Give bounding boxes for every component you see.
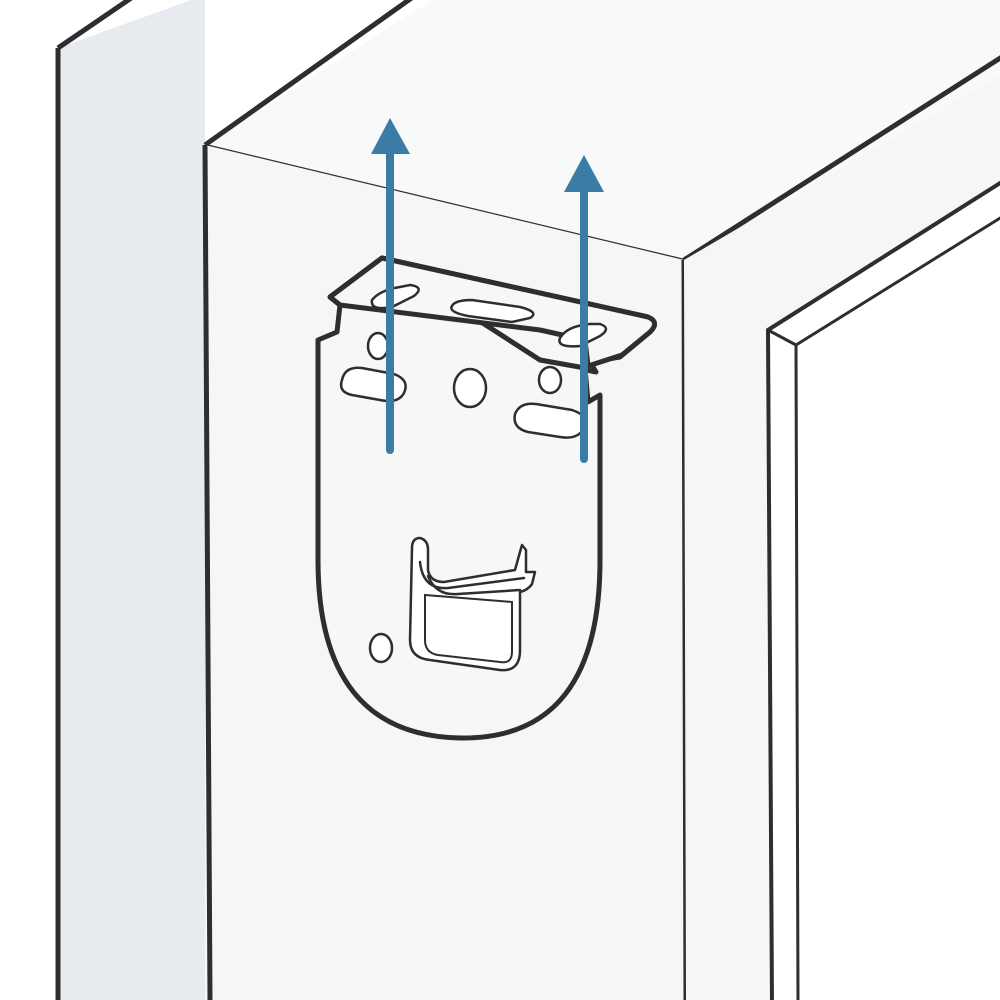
arrow-head-right <box>564 155 604 192</box>
flange-slot-left <box>370 283 420 310</box>
arrow-up-icon-left <box>371 118 410 454</box>
plate-hole-center <box>452 367 488 409</box>
flange-slot-center <box>450 298 535 324</box>
wall-side-shade <box>58 0 205 1000</box>
window-glass <box>794 216 1000 1000</box>
frame-top-right-edge <box>682 55 1000 263</box>
plate-hole-small-right <box>537 365 563 395</box>
arrow-head-left <box>371 118 410 154</box>
frame-top-back-edge <box>203 0 414 148</box>
frame-front-left-edge <box>202 144 213 1000</box>
frame-top-face <box>205 0 1000 260</box>
arrow-up-icon-right <box>564 155 604 463</box>
plate-hole-bottom <box>368 632 394 664</box>
wall-side-top-edge <box>56 0 133 51</box>
bracket-clip-tab <box>418 560 526 596</box>
plate-hole-small-left <box>366 331 390 361</box>
window-bevel-edge <box>767 328 797 347</box>
bracket-clip-window <box>424 593 513 664</box>
